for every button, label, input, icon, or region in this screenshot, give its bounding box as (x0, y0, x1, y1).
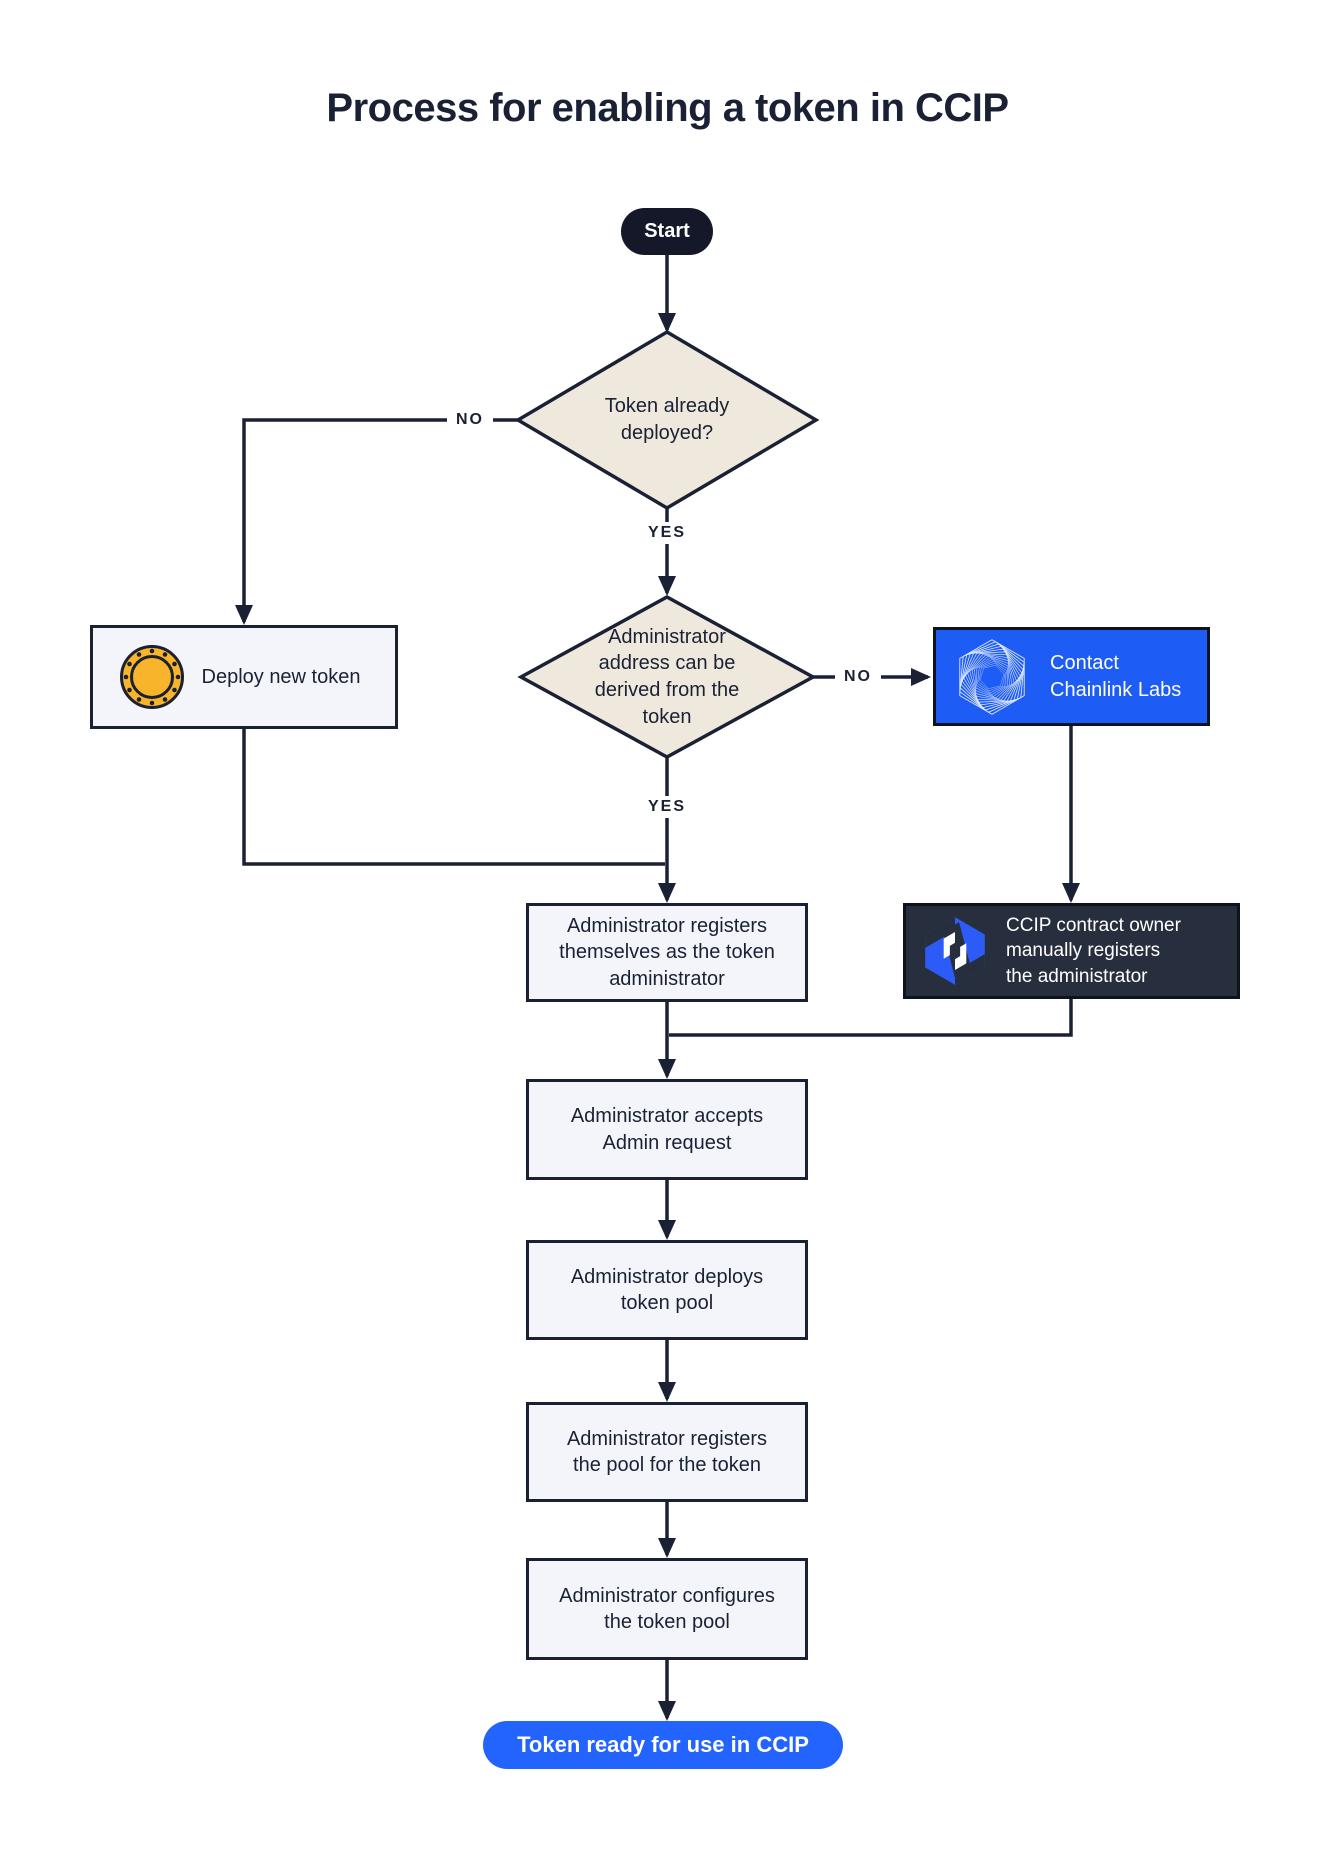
coin-icon (119, 644, 185, 710)
node-start-label: Start (644, 220, 690, 242)
node-start: Start (621, 208, 713, 255)
decision-admin-address-derived (517, 595, 817, 759)
node-admin-registers-pool: Administrator registers the pool for the… (526, 1402, 808, 1502)
node-contact-chainlink-labs-label: Contact Chainlink Labs (1050, 651, 1182, 701)
node-admin-configures-pool: Administrator configures the token pool (526, 1558, 808, 1660)
node-ccip-owner-registers: CCIP contract owner manually registers t… (903, 903, 1240, 999)
node-deploy-new-token-label: Deploy new token (201, 665, 361, 688)
node-admin-accepts: Administrator accepts Admin request (526, 1079, 808, 1180)
node-admin-deploys-pool: Administrator deploys token pool (526, 1240, 808, 1340)
node-admin-registers: Administrator registers themselves as th… (526, 903, 808, 1002)
node-contact-chainlink-labs: Contact Chainlink Labs (933, 627, 1210, 726)
decision-token-already-deployed (514, 329, 820, 511)
ccip-icon (918, 914, 992, 988)
decision-admin-address-derived-label: Administrator address can be derived fro… (594, 625, 740, 728)
decision-token-already-deployed-label: Token already deployed? (604, 395, 730, 444)
node-end: Token ready for use in CCIP (483, 1721, 843, 1769)
diagram-title: Process for enabling a token in CCIP (326, 86, 1009, 130)
node-end-label: Token ready for use in CCIP (517, 1732, 809, 1757)
edge-label-yes-mid: YES (638, 796, 696, 818)
node-deploy-new-token: Deploy new token (90, 625, 398, 729)
node-ccip-owner-registers-label: CCIP contract owner manually registers t… (1006, 915, 1181, 987)
edge-label-yes-top: YES (638, 522, 696, 544)
edge-label-no-top: NO (447, 409, 493, 431)
edge-label-no-mid: NO (835, 666, 881, 688)
chainlink-labs-icon (946, 631, 1038, 723)
